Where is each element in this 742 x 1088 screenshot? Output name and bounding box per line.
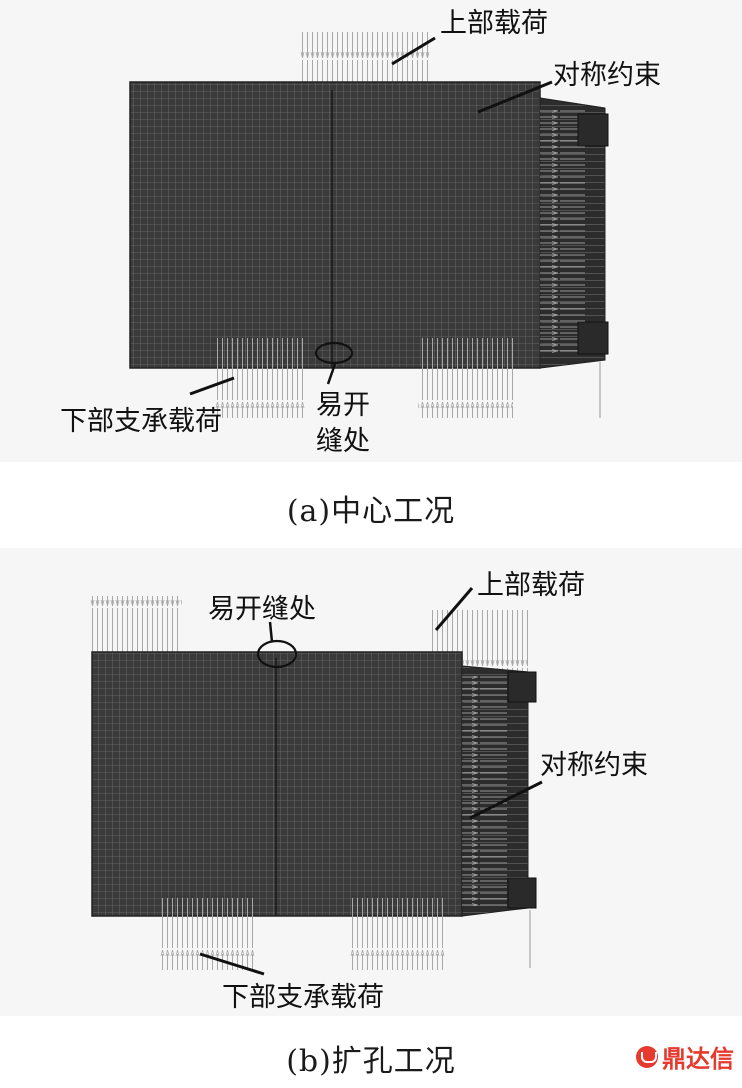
side-constraint-arrows xyxy=(462,676,507,906)
bottom-support-arrows-right xyxy=(350,898,445,970)
label-easy-crack-line2: 缝处 xyxy=(316,426,370,457)
panel-b-reaming-case: 易开缝处 上部载荷 对称约束 下部支承载荷 xyxy=(0,548,742,1016)
label-bottom-support-load: 下部支承载荷 xyxy=(60,406,222,437)
label-top-load: 上部载荷 xyxy=(477,570,585,601)
bottom-support-arrows-left xyxy=(215,338,305,418)
caption-a: (a)中心工况 xyxy=(286,494,456,529)
easy-crack-ellipse xyxy=(256,639,298,669)
label-top-load: 上部载荷 xyxy=(440,8,548,39)
caption-b: (b)扩孔工况 xyxy=(286,1044,456,1079)
label-easy-crack-line1: 易开 xyxy=(316,390,370,421)
constraint-block-top xyxy=(507,671,537,703)
constraint-block-top xyxy=(577,113,609,147)
watermark-logo: 鼎达信 xyxy=(636,1039,734,1074)
constraint-block-bottom xyxy=(577,321,609,355)
side-constraint-arrows xyxy=(540,110,585,355)
front-mesh-face xyxy=(91,651,463,917)
front-mesh-face xyxy=(129,81,541,369)
watermark-text: 鼎达信 xyxy=(662,1045,734,1073)
bottom-support-arrows-right xyxy=(418,338,513,418)
panel-b-model-figure: 易开缝处 上部载荷 对称约束 下部支承载荷 xyxy=(90,570,648,1013)
panel-a-model-figure: 上部载荷 对称约束 下部支承载荷 易开 缝处 xyxy=(60,8,661,457)
constraint-block-bottom xyxy=(507,877,537,909)
panel-a-center-case: 上部载荷 对称约束 下部支承载荷 易开 缝处 xyxy=(0,0,742,462)
logo-icon xyxy=(636,1045,658,1068)
label-symmetric-constraint: 对称约束 xyxy=(540,750,648,781)
bottom-support-arrows-left xyxy=(160,898,255,970)
easy-crack-ellipse xyxy=(314,341,354,365)
label-bottom-support-load: 下部支承载荷 xyxy=(222,982,384,1013)
label-symmetric-constraint: 对称约束 xyxy=(553,60,661,91)
label-easy-crack: 易开缝处 xyxy=(208,594,316,625)
top-load-arrows-left xyxy=(90,596,182,658)
